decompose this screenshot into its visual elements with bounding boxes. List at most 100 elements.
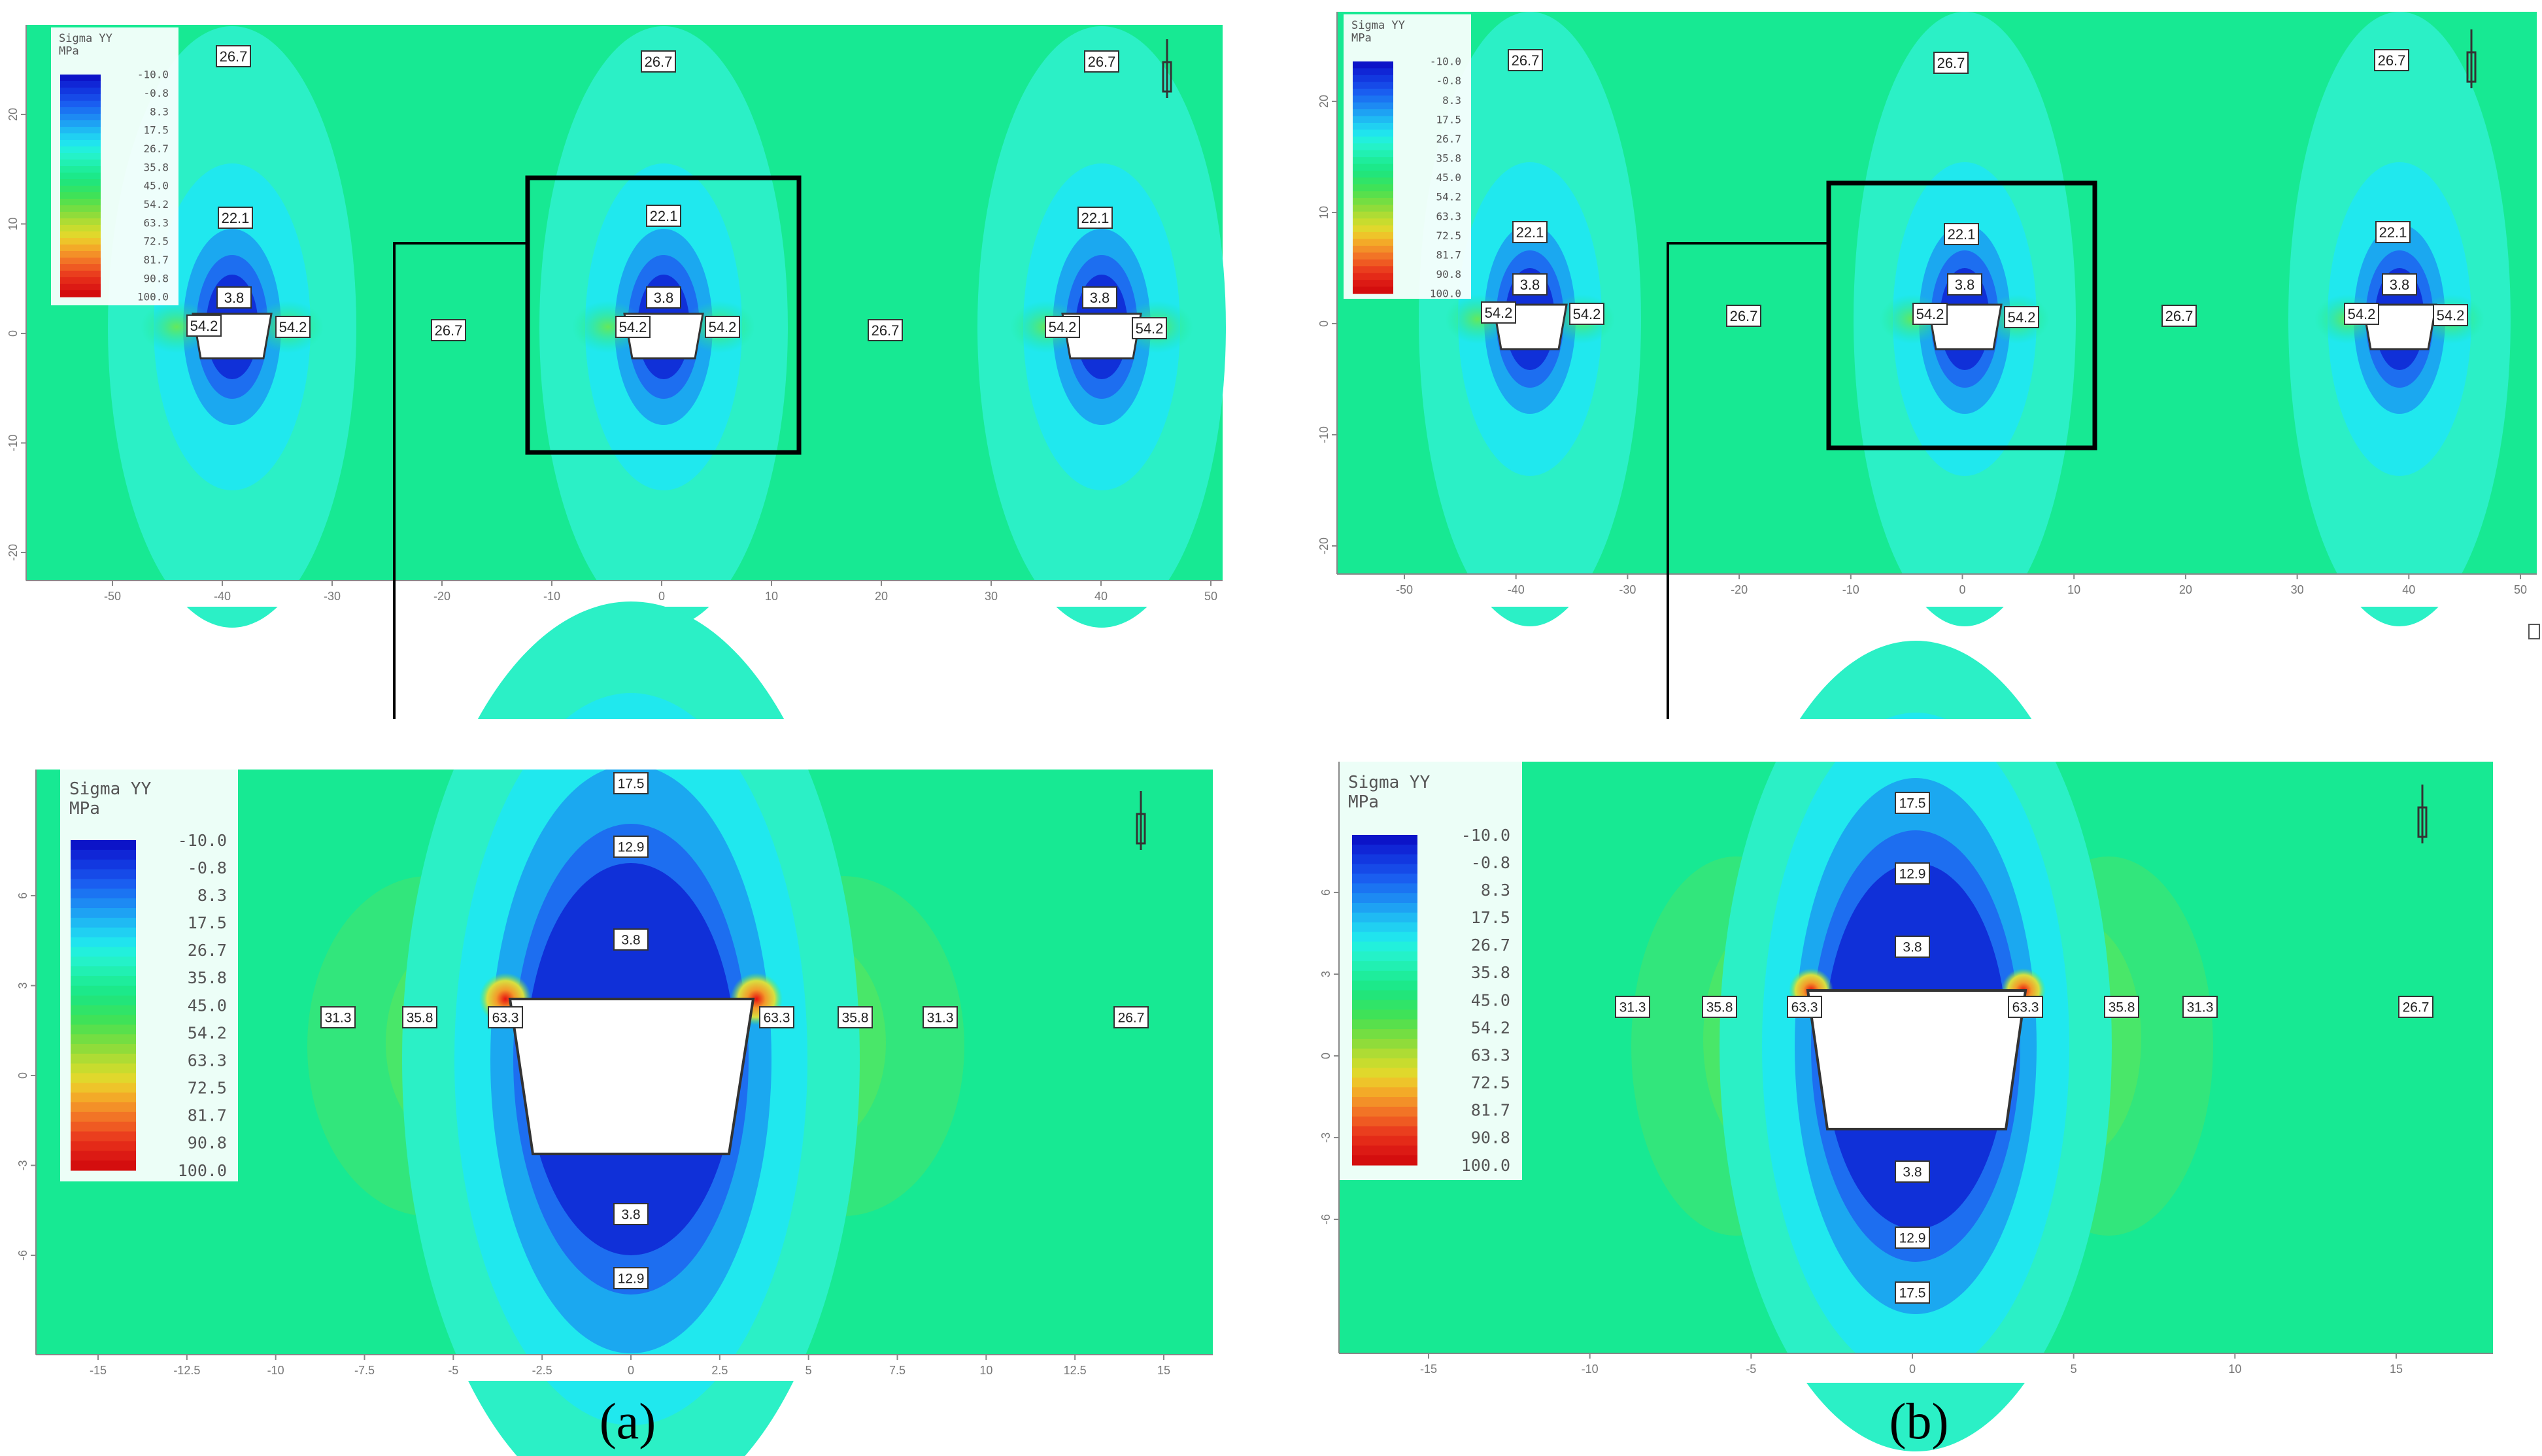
legend-swatch <box>1353 116 1393 124</box>
legend-swatch <box>71 840 136 851</box>
zoom-box-b <box>1826 180 2097 450</box>
value-label: 54.2 <box>1049 319 1077 335</box>
legend-swatch <box>1353 82 1393 90</box>
value-label-box <box>2004 306 2039 328</box>
legend-swatch <box>60 81 101 88</box>
value-label: 3.8 <box>1903 940 1922 955</box>
legend-swatch <box>1352 961 1417 972</box>
legend-value: 72.5 <box>1471 1074 1510 1092</box>
y-tick-label: 3 <box>16 982 29 989</box>
legend-swatch <box>1352 902 1417 913</box>
value-label: 26.7 <box>1730 308 1758 324</box>
y-tick-label: 0 <box>1319 1053 1332 1059</box>
legend-swatch <box>1353 273 1393 280</box>
value-label-box <box>1895 1281 1930 1304</box>
tunnel-zone-right <box>977 26 1226 628</box>
legend-swatch <box>1352 873 1417 884</box>
legend-swatch <box>1352 1019 1417 1030</box>
panel-b-top-legend: Sigma YYMPa-10.0-0.88.317.526.735.845.05… <box>1344 14 1471 300</box>
legend-swatch <box>71 937 136 947</box>
x-tick-label: 0 <box>658 590 665 603</box>
value-label-box <box>1944 223 1979 245</box>
y-tick-label: 10 <box>1317 206 1330 219</box>
value-label: 12.9 <box>618 1272 645 1287</box>
field-clip-top <box>1308 0 2542 12</box>
legend-swatch <box>71 1034 136 1045</box>
legend-swatch <box>1352 1106 1417 1117</box>
x-tick-label: -30 <box>324 590 341 603</box>
legend-swatch <box>1352 951 1417 962</box>
legend-swatch <box>60 258 101 265</box>
legend-swatch <box>1353 232 1393 240</box>
field-clip-top <box>0 719 1242 770</box>
legend-swatch <box>60 140 101 147</box>
legend-swatch <box>60 271 101 278</box>
field-clip-bottom <box>1308 574 2542 607</box>
x-tick-label: -15 <box>90 1364 107 1377</box>
legend-swatch <box>1352 1048 1417 1059</box>
y-tick-label: 3 <box>1319 971 1332 977</box>
panel-b-top: Sigma YYMPa-10.0-0.88.317.526.735.845.05… <box>1308 0 2542 979</box>
x-tick-label: 10 <box>2067 583 2080 596</box>
legend-value: 63.3 <box>1436 210 1461 222</box>
legend-value: 90.8 <box>188 1134 227 1153</box>
y-tick-label: 20 <box>1317 95 1330 108</box>
y-tick-label: 20 <box>7 108 20 121</box>
value-label-box <box>2433 304 2468 326</box>
legend-value: -10.0 <box>137 69 169 81</box>
legend-value: -0.8 <box>188 858 227 877</box>
legend-swatch <box>60 218 101 226</box>
legend-swatch <box>1352 893 1417 904</box>
legend-swatch <box>1352 912 1417 923</box>
tunnel-opening <box>1061 313 1142 360</box>
panel-a-bottom: Sigma YYMPa-10.0-0.88.317.526.735.845.05… <box>0 601 1242 1456</box>
value-label-box <box>1895 936 1930 958</box>
value-label: 3.8 <box>1090 290 1110 306</box>
x-tick-label: -40 <box>1508 583 1525 596</box>
value-label: 26.7 <box>645 54 673 70</box>
field-clip-top <box>1308 719 2542 762</box>
legend-swatch <box>60 153 101 160</box>
legend-swatch <box>1353 95 1393 103</box>
value-label: 31.3 <box>1619 1000 1646 1015</box>
value-label-box <box>615 316 651 338</box>
legend-swatch <box>1352 922 1417 933</box>
y-tick-label: 0 <box>1317 320 1330 327</box>
value-label: 22.1 <box>222 210 250 226</box>
legend-swatch <box>60 166 101 173</box>
legend-swatch <box>1353 280 1393 288</box>
legend-value: 81.7 <box>188 1106 227 1125</box>
legend-swatch <box>1352 883 1417 894</box>
legend-value: 26.7 <box>1436 133 1461 145</box>
legend-swatch <box>1353 102 1393 110</box>
legend-swatch <box>1353 109 1393 117</box>
legend-swatch <box>1353 286 1393 294</box>
legend-swatch <box>60 284 101 291</box>
x-tick-label: -50 <box>104 590 121 603</box>
value-label-box <box>275 316 311 338</box>
legend-value: 17.5 <box>143 124 169 137</box>
legend-swatch <box>1353 239 1393 246</box>
value-label-box <box>218 207 253 229</box>
legend-swatch <box>60 173 101 180</box>
legend-value: 72.5 <box>188 1079 227 1098</box>
panel-b-top-contours <box>1419 12 2511 626</box>
x-tick-label: -20 <box>433 590 450 603</box>
legend-value: -10.0 <box>1461 826 1510 845</box>
x-tick-label: -12.5 <box>173 1364 200 1377</box>
value-label-box <box>1569 303 1604 325</box>
value-label-box <box>1512 273 1548 296</box>
value-label-box <box>1933 52 1969 74</box>
legend-swatch <box>1353 184 1393 192</box>
legend-swatch <box>1352 1087 1417 1098</box>
value-label-box <box>1132 317 1167 339</box>
value-label-box <box>1895 862 1930 885</box>
value-label-box <box>320 1006 356 1028</box>
legend-swatch <box>71 975 136 987</box>
